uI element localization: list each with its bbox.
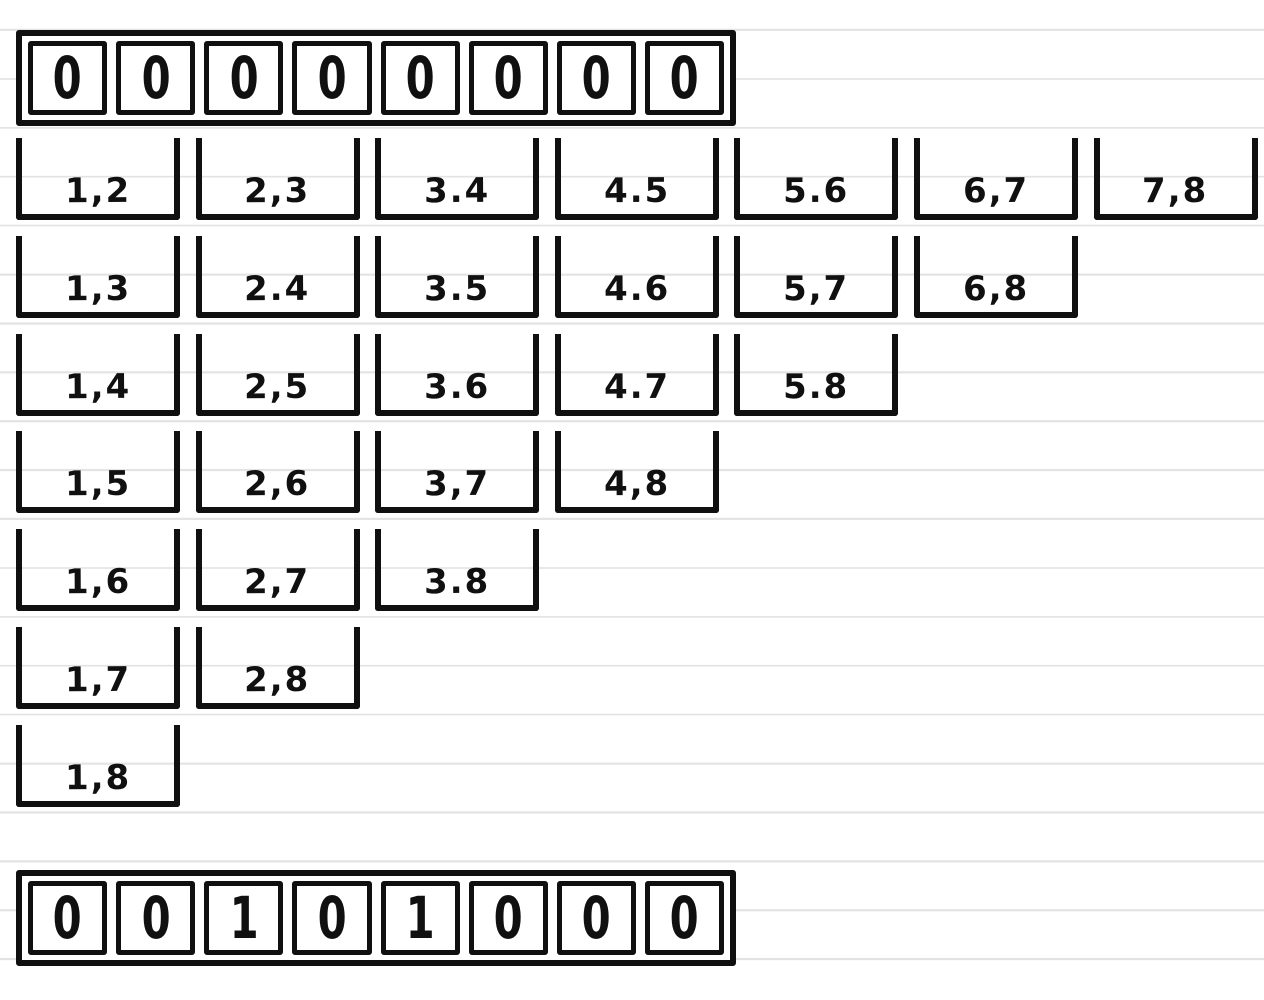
bucket: 1,4 — [16, 333, 180, 416]
bucket-label: 3.8 — [423, 561, 491, 603]
bucket: 4.5 — [554, 138, 719, 220]
bucket: 1,2 — [16, 138, 180, 220]
bucket-label: 3.6 — [423, 366, 491, 407]
bucket-label: 3.4 — [423, 170, 491, 212]
array-cell-value: 1 — [229, 884, 259, 952]
bucket: 3.6 — [375, 333, 540, 416]
array-cell: 0 — [28, 41, 108, 115]
bucket-label: 2,8 — [244, 659, 311, 701]
array-cell: 0 — [292, 881, 372, 955]
array-cell: 0 — [556, 41, 636, 115]
bucket-label: 6,8 — [962, 268, 1030, 310]
bucket: 2,8 — [195, 627, 360, 709]
bucket: 3.8 — [375, 529, 540, 612]
bucket: 1,5 — [16, 431, 180, 514]
bucket: 1,8 — [16, 724, 180, 807]
bucket-label: 2,3 — [244, 170, 311, 212]
array-cell: 1 — [380, 881, 460, 955]
bucket-label: 1,3 — [64, 268, 132, 310]
bucket-label: 1,6 — [64, 561, 132, 603]
bucket: 3.5 — [375, 235, 540, 318]
bucket-label: 2,6 — [244, 464, 311, 505]
array-cell-value: 0 — [581, 884, 611, 952]
bucket: 5.8 — [734, 333, 899, 416]
array-cell: 0 — [468, 881, 548, 955]
bucket: 2,6 — [195, 431, 360, 514]
bucket: 2.4 — [195, 235, 360, 318]
bucket-label: 1,8 — [64, 757, 132, 799]
array-cell: 0 — [380, 41, 460, 115]
bucket-label: 4.7 — [603, 366, 671, 407]
array-cell-value: 0 — [317, 44, 347, 112]
bucket-label: 4,8 — [603, 464, 671, 505]
bucket: 2,3 — [195, 138, 360, 220]
bucket-label: 2.4 — [244, 268, 311, 310]
bucket: 1,7 — [16, 627, 180, 709]
bucket: 6,7 — [914, 138, 1078, 220]
array-cell: 1 — [204, 881, 284, 955]
bucket: 2,7 — [195, 529, 360, 612]
bucket-label: 1,7 — [64, 659, 132, 701]
bucket-label: 3.5 — [423, 268, 491, 310]
array-cell: 0 — [116, 881, 196, 955]
array-cell-value: 0 — [493, 44, 523, 112]
bucket-label: 1,2 — [64, 170, 132, 212]
bucket-label: 5.8 — [783, 366, 850, 407]
bucket-label: 4.6 — [603, 268, 671, 310]
bucket-label: 5.6 — [783, 170, 850, 212]
array-cell: 0 — [644, 881, 724, 955]
bucket: 3,7 — [375, 431, 540, 514]
bucket: 6,8 — [914, 235, 1078, 318]
array-cell: 0 — [204, 41, 284, 115]
array-cell-value: 0 — [669, 884, 699, 952]
array-cell: 0 — [28, 881, 108, 955]
array-cell: 0 — [644, 41, 724, 115]
bucket: 7,8 — [1093, 138, 1258, 220]
array-cell-value: 0 — [581, 44, 611, 112]
bucket: 5.6 — [734, 138, 899, 220]
bucket: 4,8 — [554, 431, 719, 514]
bucket-label: 5,7 — [783, 268, 850, 310]
bucket-label: 2,5 — [244, 366, 311, 407]
array-cell-value: 0 — [493, 884, 523, 952]
bucket: 1,6 — [16, 529, 180, 612]
bucket-label: 6,7 — [962, 170, 1030, 212]
array-cell-value: 0 — [229, 44, 259, 112]
array-cell-value: 0 — [669, 44, 699, 112]
array-cell-value: 0 — [405, 44, 435, 112]
array-cell-value: 0 — [141, 44, 171, 112]
bucket-label: 2,7 — [244, 561, 311, 603]
array-cell-value: 1 — [405, 884, 435, 952]
array-cell: 0 — [556, 881, 636, 955]
bucket-label: 1,4 — [64, 366, 132, 407]
bucket: 3.4 — [375, 138, 540, 220]
array-cell: 0 — [468, 41, 548, 115]
array-cell: 0 — [292, 41, 372, 115]
bucket-label: 7,8 — [1142, 170, 1209, 212]
array-cell: 0 — [116, 41, 196, 115]
bucket-label: 1,5 — [64, 464, 132, 505]
bucket: 5,7 — [734, 235, 899, 318]
array-cell-value: 0 — [141, 884, 171, 952]
bucket-label: 4.5 — [603, 170, 671, 212]
bucket: 4.6 — [554, 235, 719, 318]
bucket: 4.7 — [554, 333, 719, 416]
bucket: 2,5 — [195, 333, 360, 416]
bucket-label: 3,7 — [423, 464, 491, 505]
bucket: 1,3 — [16, 235, 180, 318]
array-cell-value: 0 — [317, 884, 347, 952]
array-cell-value: 0 — [53, 44, 83, 112]
array-cell-value: 0 — [53, 884, 83, 952]
